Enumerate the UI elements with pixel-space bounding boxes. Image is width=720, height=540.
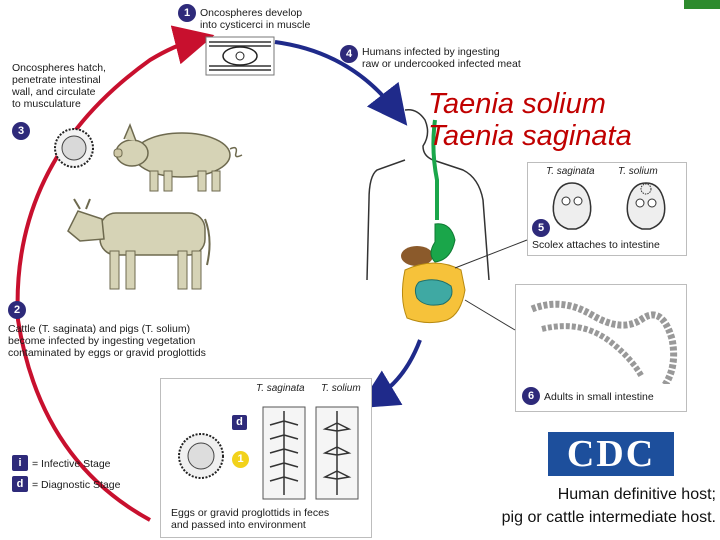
infective-stage-badge: i: [12, 455, 28, 471]
caption-line-2: pig or cattle intermediate host.: [501, 509, 716, 526]
diagnostic-badge-proglottid: d: [232, 415, 247, 430]
title-line-1: Taenia solium: [428, 88, 606, 120]
scolex-label-saginata: T. saginata: [546, 166, 595, 177]
step-2-line-3: contaminated by eggs or gravid proglotti…: [8, 347, 206, 359]
step-1-line-1: Oncospheres develop: [200, 7, 303, 19]
step-1-badge: 1: [178, 4, 196, 22]
proglottid-label-saginata: T. saginata: [256, 383, 305, 394]
red-cycle-arc: [15, 25, 215, 522]
proglottid-caption: Eggs or gravid proglottids in feces and …: [171, 507, 371, 531]
proglottid-caption-line-2: and passed into environment: [171, 519, 306, 531]
step-4-line-2: raw or undercooked infected meat: [362, 58, 521, 70]
cow-icon: [67, 198, 211, 290]
step-3-line-1: Oncospheres hatch,: [12, 62, 106, 74]
step-2-line-2: become infected by ingesting vegetation: [8, 335, 196, 347]
scolex-panel: T. saginata T. solium 5 Scolex attaches …: [527, 162, 687, 256]
host-caption: Human definitive host; pig or cattle int…: [420, 483, 716, 529]
step-1-badge-egg: 1: [232, 451, 249, 468]
step-2-badge: 2: [8, 301, 26, 319]
blue-arc-top: [274, 40, 408, 126]
diagnostic-stage-badge: d: [12, 476, 28, 492]
corner-accent: [684, 0, 720, 9]
cdc-logo: CDC: [548, 432, 674, 476]
oncosphere-icon: [54, 128, 94, 168]
cysticercus-in-muscle-icon: [205, 36, 275, 76]
step-3-line-2: penetrate intestinal: [12, 74, 101, 86]
adult-tapeworms-icon: [530, 300, 678, 384]
step-3-text: Oncospheres hatch, penetrate intestinal …: [12, 62, 132, 110]
proglottid-egg-panel: T. saginata T. solium d 1 Eggs or gravid…: [160, 378, 372, 538]
adult-worms-panel: 6 Adults in small intestine: [515, 284, 687, 412]
blue-arc-bottom: [357, 339, 422, 409]
step-5-badge: 5: [532, 219, 550, 237]
step-2-line-1: Cattle (T. saginata) and pigs (T. solium…: [8, 323, 191, 335]
step-6-badge: 6: [522, 387, 540, 405]
step-5-label: Scolex attaches to intestine: [532, 239, 660, 251]
human-figure-icon: [366, 108, 490, 324]
proglottid-caption-line-1: Eggs or gravid proglottids in feces: [171, 507, 330, 519]
species-title: Taenia solium Taenia saginata: [428, 88, 632, 152]
step-1-text: Oncospheres develop into cysticerci in m…: [200, 7, 350, 31]
pig-icon: [113, 122, 243, 192]
scolex-label-solium: T. solium: [618, 166, 658, 177]
step-4-line-1: Humans infected by ingesting: [362, 46, 500, 58]
step-3-line-4: to musculature: [12, 98, 81, 110]
step-3-badge: 3: [12, 122, 30, 140]
diagnostic-stage-label: = Diagnostic Stage: [32, 479, 121, 491]
step-3-line-3: wall, and circulate: [12, 86, 96, 98]
step-1-line-2: into cysticerci in muscle: [200, 19, 311, 31]
step-4-badge: 4: [340, 45, 358, 63]
step-6-label: Adults in small intestine: [544, 391, 654, 403]
scolex-icon: [552, 182, 666, 230]
infective-stage-label: = Infective Stage: [32, 458, 111, 470]
title-line-2: Taenia saginata: [428, 120, 632, 152]
step-4-text: Humans infected by ingesting raw or unde…: [362, 46, 562, 70]
caption-line-1: Human definitive host;: [557, 486, 716, 503]
egg-and-proglottids-icon: [178, 406, 359, 500]
proglottid-label-solium: T. solium: [321, 383, 361, 394]
step-2-text: Cattle (T. saginata) and pigs (T. solium…: [8, 323, 248, 359]
